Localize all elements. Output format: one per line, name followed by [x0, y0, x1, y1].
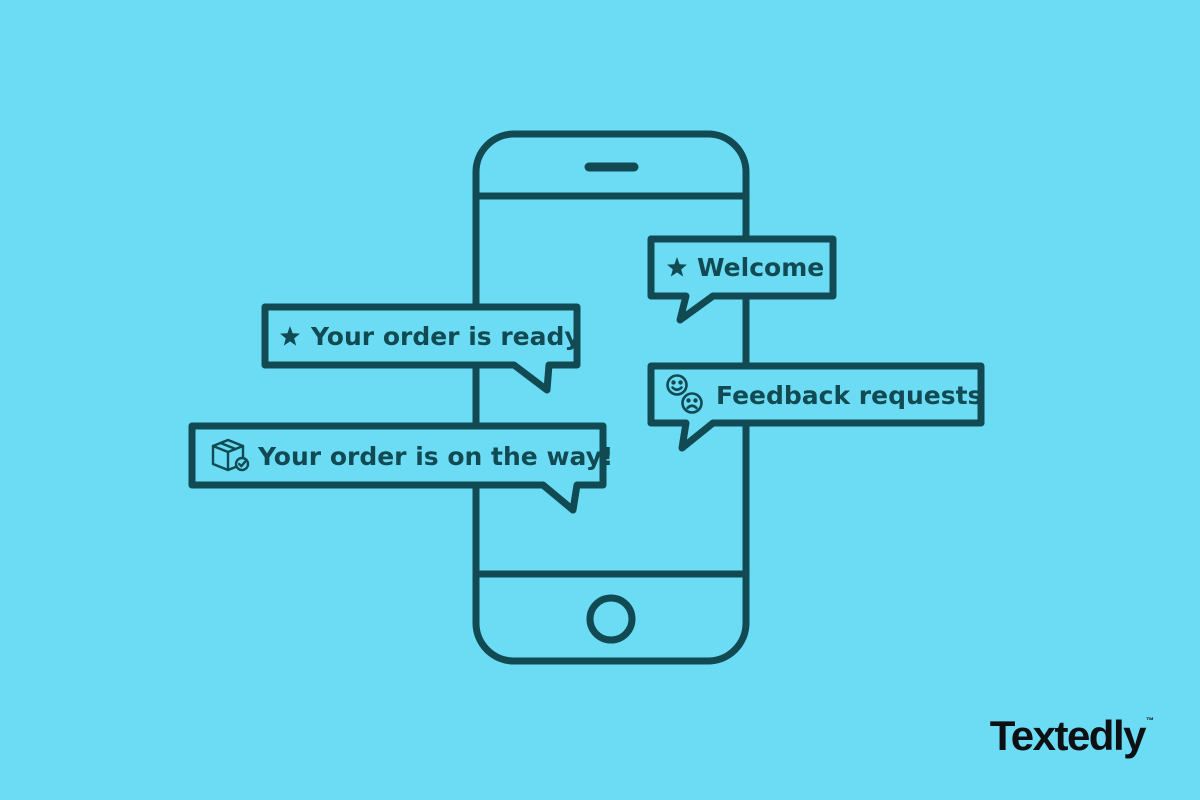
- bubble-welcome: Welcome: [647, 235, 837, 324]
- bubble-label: Feedback requests: [716, 381, 982, 410]
- bubble-label: Your order is on the way!: [257, 442, 613, 471]
- bubble-label: Welcome: [697, 253, 824, 282]
- package-check-icon: [211, 438, 250, 472]
- brand-logo: Textedly™: [990, 712, 1154, 760]
- bubble-label: Your order is ready: [310, 322, 581, 351]
- smiley-sad-faces-icon: [666, 374, 703, 414]
- bubble-feedback-requests: Feedback requests: [647, 362, 985, 452]
- bubble-order-ready: Your order is ready: [261, 303, 581, 394]
- trademark-symbol: ™: [1146, 716, 1154, 725]
- star-icon: [280, 326, 300, 346]
- brand-name: Textedly: [989, 712, 1147, 759]
- star-icon: [667, 257, 687, 277]
- bubble-order-on-the-way: Your order is on the way!: [188, 422, 613, 514]
